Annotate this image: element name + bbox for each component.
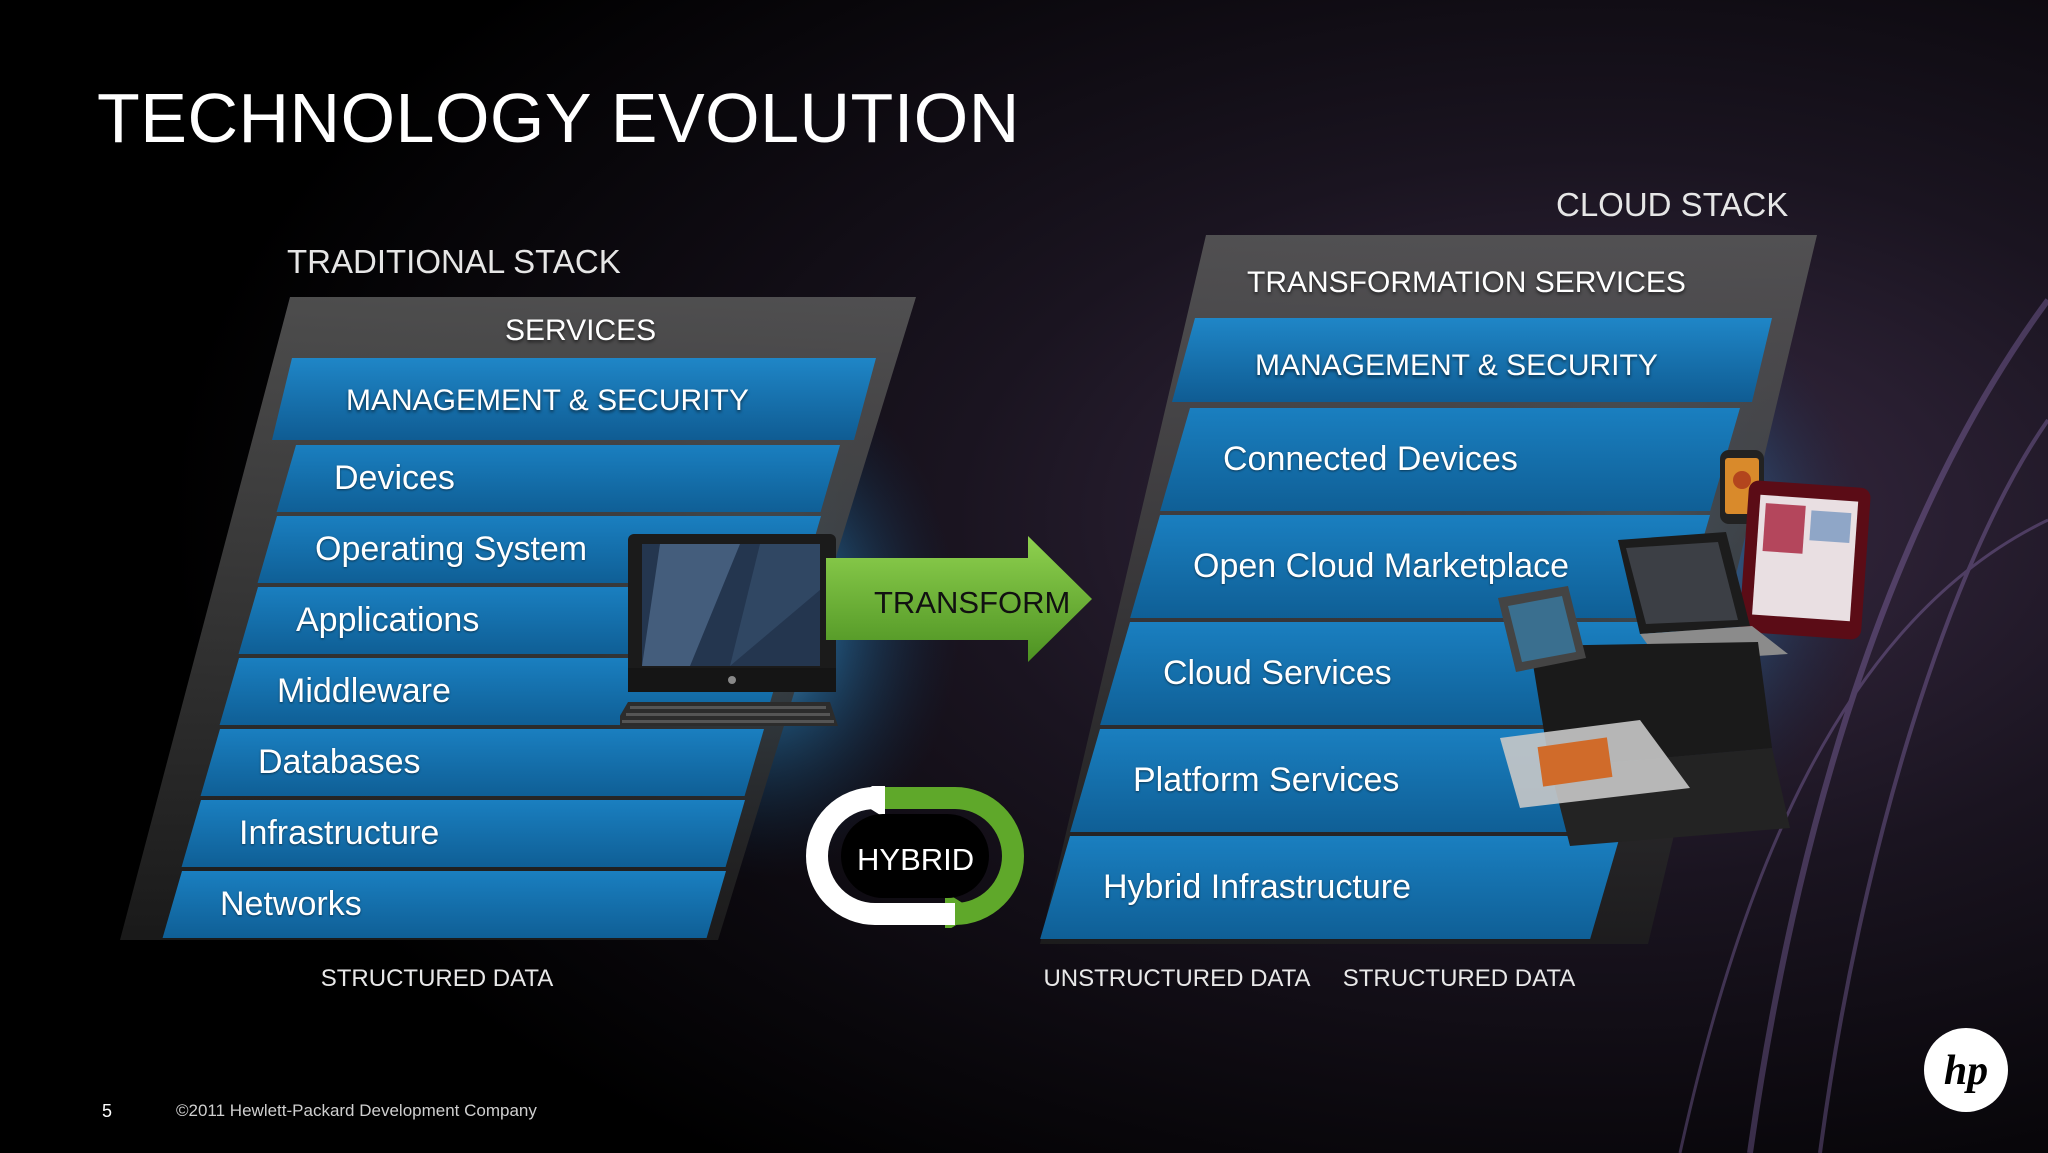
cloud-footer-structured: STRUCTURED DATA [1342, 965, 1576, 992]
traditional-layer-label: Infrastructure [239, 813, 440, 852]
traditional-layer-5 [181, 800, 745, 867]
transform-label: TRANSFORM [874, 585, 1071, 620]
traditional-layer-6 [162, 871, 726, 938]
cloud-footer-unstructured: UNSTRUCTURED DATA [1043, 965, 1311, 992]
transform-arrow-icon [826, 536, 1092, 662]
traditional-layer-label: Operating System [315, 529, 588, 568]
traditional-layer-label: Networks [220, 884, 362, 923]
hybrid-cycle-icon [806, 786, 1024, 928]
traditional-layer-label: Databases [258, 742, 421, 781]
cloud-layer-4 [1040, 836, 1620, 939]
traditional-layer-0 [276, 445, 840, 512]
connected-devices-illustration [1498, 450, 1871, 846]
printer-touchscreen-icon [1498, 586, 1586, 672]
printer-icon [1500, 642, 1790, 846]
cloud-layer-label: Open Cloud Marketplace [1193, 546, 1570, 585]
cloud-layer-0 [1160, 408, 1740, 511]
hp-logo-icon: hp [1924, 1028, 2008, 1112]
hybrid-label: HYBRID [857, 842, 975, 877]
traditional-footer-label: STRUCTURED DATA [320, 965, 554, 992]
desktop-computer-icon [620, 534, 838, 726]
traditional-stack-heading: TRADITIONAL STACK [287, 243, 621, 280]
cloud-layer-label: Hybrid Infrastructure [1103, 867, 1411, 906]
cloud-layer-label: Cloud Services [1163, 653, 1392, 692]
traditional-layer-4 [200, 729, 764, 796]
copyright-text: ©2011 Hewlett-Packard Development Compan… [176, 1101, 537, 1120]
cloud-management-label: MANAGEMENT & SECURITY [1255, 349, 1658, 382]
cloud-stack-heading: CLOUD STACK [1556, 186, 1789, 223]
traditional-services-label: SERVICES [505, 314, 657, 347]
hp-logo-text: hp [1944, 1048, 1988, 1094]
traditional-layer-label: Middleware [277, 671, 451, 710]
cloud-services-label: TRANSFORMATION SERVICES [1247, 266, 1686, 299]
laptop-icon [1618, 532, 1788, 662]
slide-title: TECHNOLOGY EVOLUTION [97, 79, 1020, 157]
cloud-layer-label: Connected Devices [1223, 439, 1518, 478]
cloud-layer-label: Platform Services [1133, 760, 1400, 799]
traditional-management-label: MANAGEMENT & SECURITY [346, 384, 749, 417]
traditional-layer-label: Devices [334, 458, 455, 497]
page-number: 5 [102, 1101, 113, 1121]
traditional-layer-label: Applications [296, 600, 480, 639]
tablet-icon [1739, 480, 1871, 640]
